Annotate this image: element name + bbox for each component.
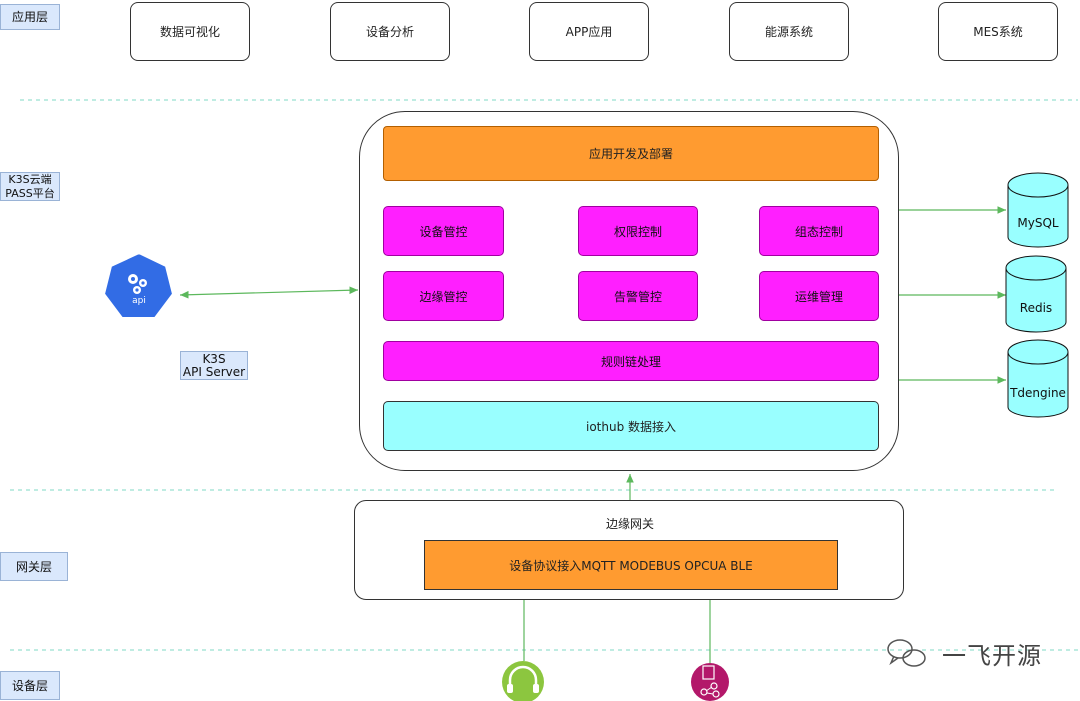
layer-label-platform: K3S云端 PASS平台 — [0, 172, 60, 201]
layer-label-gateway: 网关层 — [0, 552, 68, 581]
layer-label-device: 设备层 — [0, 671, 60, 700]
kubernetes-api-icon — [102, 251, 175, 319]
database-tdengine-label: Tdengine — [1010, 386, 1066, 400]
module-edge-control[interactable]: 边缘管控 — [383, 271, 504, 321]
api-server-label: K3S API Server — [180, 351, 248, 380]
share-nodes-device-icon — [691, 663, 729, 701]
rule-chain-bar[interactable]: 规则链处理 — [383, 341, 879, 381]
module-device-control[interactable]: 设备管控 — [383, 206, 504, 256]
app-mes-system[interactable]: MES系统 — [938, 2, 1058, 61]
database-redis — [1005, 255, 1067, 333]
app-deploy-bar[interactable]: 应用开发及部署 — [383, 126, 879, 181]
module-ops-management[interactable]: 运维管理 — [759, 271, 879, 321]
wechat-logo-icon — [887, 639, 926, 667]
database-mysql — [1007, 172, 1069, 248]
api-icon-label: api — [132, 296, 146, 306]
app-data-visualization[interactable]: 数据可视化 — [130, 2, 250, 61]
database-tdengine — [1007, 339, 1069, 418]
module-alarm-control[interactable]: 告警管控 — [578, 271, 698, 321]
edge-gateway-title: 边缘网关 — [605, 516, 654, 531]
headphones-device-icon — [502, 661, 544, 701]
watermark-text: 一飞开源 — [942, 641, 1042, 670]
module-scada-control[interactable]: 组态控制 — [759, 206, 879, 256]
connector-api-platform — [179, 286, 359, 299]
app-mobile-app[interactable]: APP应用 — [529, 2, 649, 61]
module-permission-control[interactable]: 权限控制 — [578, 206, 698, 256]
layer-label-application: 应用层 — [0, 4, 60, 30]
database-redis-label: Redis — [1019, 301, 1053, 315]
app-device-analysis[interactable]: 设备分析 — [330, 2, 450, 61]
protocol-access-bar[interactable]: 设备协议接入MQTT MODEBUS OPCUA BLE — [424, 540, 838, 590]
database-mysql-label: MySQL — [1017, 216, 1059, 230]
app-energy-system[interactable]: 能源系统 — [729, 2, 849, 61]
iothub-bar[interactable]: iothub 数据接入 — [383, 401, 879, 451]
